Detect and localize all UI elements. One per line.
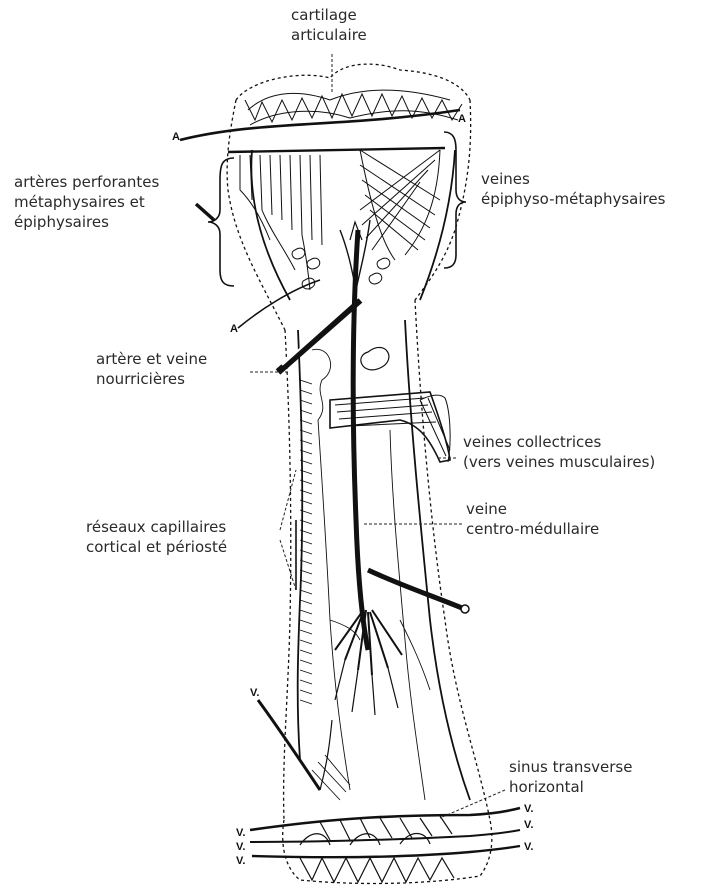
vein-marker-right-3: V. xyxy=(524,841,533,853)
vein-marker-3: V. xyxy=(236,855,245,867)
label-artere-veine-nourricieres: artère et veine nourricières xyxy=(96,349,207,389)
epiphyseal-network xyxy=(180,90,462,328)
label-line: (vers veines musculaires) xyxy=(463,452,655,472)
label-line: cortical et périosté xyxy=(86,537,227,557)
label-line: horizontal xyxy=(509,777,632,797)
leader-capillaires xyxy=(280,470,296,590)
label-line: épiphysaires xyxy=(14,212,159,232)
label-veine-centro-medullaire: veine centro-médullaire xyxy=(466,499,599,539)
label-line: articulaire xyxy=(291,25,367,45)
artery-marker-lower: A xyxy=(230,323,238,335)
label-line: veines xyxy=(481,169,665,189)
lower-sinus-network xyxy=(250,808,520,882)
label-line: réseaux capillaires xyxy=(86,517,227,537)
vein-marker-upper: V. xyxy=(250,687,259,699)
collecting-veins xyxy=(330,392,450,462)
cortical-capillaries xyxy=(258,349,430,800)
label-line: veine xyxy=(466,499,599,519)
label-line: sinus transverse xyxy=(509,757,632,777)
label-arteres-perforantes: artères perforantes métaphysaires et épi… xyxy=(14,172,159,232)
bone-outline xyxy=(227,64,492,883)
artery-marker-right: A xyxy=(458,113,466,125)
label-veines-collectrices: veines collectrices (vers veines muscula… xyxy=(463,432,655,472)
artery-marker-left: A xyxy=(172,131,180,143)
label-line: cartilage xyxy=(291,5,367,25)
label-line: métaphysaires et xyxy=(14,192,159,212)
label-line: nourricières xyxy=(96,369,207,389)
label-line: veines collectrices xyxy=(463,432,655,452)
label-reseaux-capillaires: réseaux capillaires cortical et périosté xyxy=(86,517,227,557)
label-line: artères perforantes xyxy=(14,172,159,192)
label-line: centro-médullaire xyxy=(466,519,599,539)
vein-marker-2: V. xyxy=(236,841,245,853)
label-line: artère et veine xyxy=(96,349,207,369)
label-line: épiphyso-métaphysaires xyxy=(481,189,665,209)
label-sinus-transverse: sinus transverse horizontal xyxy=(509,757,632,797)
perforating-arteries-bracket xyxy=(196,158,234,286)
nutrient-vessels xyxy=(278,220,469,715)
label-veines-epiphyso-metaphysaires: veines épiphyso-métaphysaires xyxy=(481,169,665,209)
label-cartilage-articulaire: cartilage articulaire xyxy=(291,5,367,45)
cortical-edges xyxy=(251,150,470,800)
vein-marker-1: V. xyxy=(236,827,245,839)
vein-marker-right-2: V. xyxy=(524,819,533,831)
vein-marker-right-1: V. xyxy=(524,803,533,815)
